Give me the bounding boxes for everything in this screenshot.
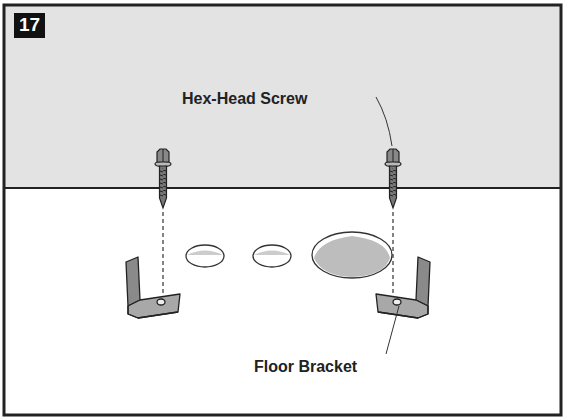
floor-bracket [126, 257, 180, 318]
floor-bracket [376, 257, 430, 318]
frame [4, 5, 561, 415]
floor-holes [186, 232, 392, 278]
hex-head-screw [155, 149, 171, 208]
step-number: 17 [14, 13, 45, 38]
grey-band [4, 5, 561, 188]
part-label: Floor Bracket [254, 358, 357, 376]
leader-line [386, 306, 399, 354]
hex-head-screw [385, 149, 401, 208]
part-label: Hex-Head Screw [182, 90, 307, 108]
leader-line [376, 97, 392, 146]
